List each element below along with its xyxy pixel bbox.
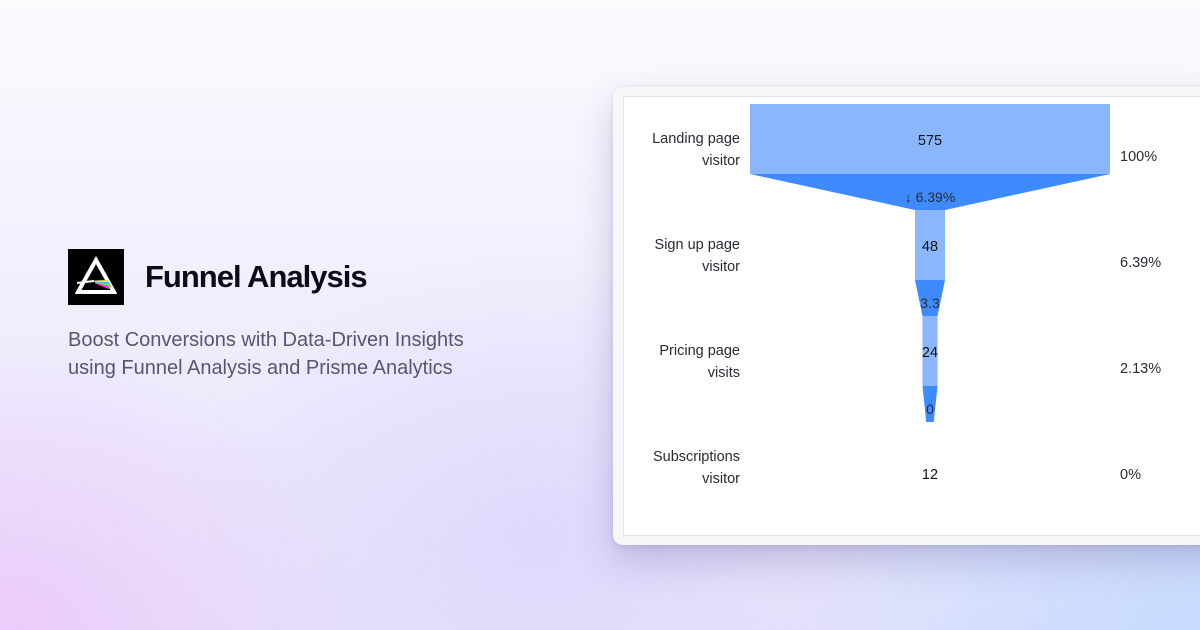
step-label-line-1: Landing page: [652, 131, 740, 147]
funnel-bar: [750, 104, 1110, 174]
funnel-step-label: Subscriptions visitor: [624, 446, 740, 490]
subtitle-line-2: using Funnel Analysis and Prisme Analyti…: [68, 357, 453, 379]
subtitle-line-1: Boost Conversions with Data-Driven Insig…: [68, 329, 464, 351]
step-label-line-2: visitor: [702, 259, 740, 275]
step-label-line-2: visitor: [702, 471, 740, 487]
page-subtitle: Boost Conversions with Data-Driven Insig…: [68, 326, 508, 382]
step-label-line-1: Subscriptions: [652, 449, 740, 465]
funnel-step-percent: 0%: [1120, 467, 1141, 483]
funnel-connector: [914, 280, 946, 316]
prism-logo-icon: [68, 249, 124, 305]
funnel-connector: [922, 386, 938, 422]
conversion-rate-label: 0: [926, 401, 934, 417]
funnel-bar: [914, 210, 946, 280]
funnel-chart-panel: Landing page visitor 100% Sign up page visit…: [623, 96, 1200, 536]
funnel-bar: [922, 316, 938, 386]
step-label-line-1: Pricing page: [659, 343, 740, 359]
hero-section: Funnel Analysis Boost Conversions with D…: [68, 249, 538, 382]
funnel-connector: [750, 174, 1110, 210]
funnel-chart-card: Landing page visitor 100% Sign up page visit…: [613, 87, 1200, 545]
funnel-value-label: 24: [922, 345, 938, 361]
funnel-chart: ↓ 6.39% 575 3.3 48 0 24 12: [750, 104, 1110, 483]
funnel-step-percent: 100%: [1120, 149, 1158, 165]
step-label-line-2: visits: [707, 365, 740, 381]
step-label-line-1: Sign up page: [654, 237, 740, 253]
conversion-rate-label: ↓ 6.39%: [905, 189, 956, 205]
funnel-step-percent: 2.13%: [1120, 361, 1162, 377]
funnel-value-label: 12: [922, 467, 938, 483]
funnel-step-label: Sign up page visitor: [624, 234, 740, 278]
funnel-value-label: 48: [922, 239, 938, 255]
brand-row: Funnel Analysis: [68, 249, 538, 305]
funnel-step-percent: 6.39%: [1120, 255, 1162, 271]
page-title: Funnel Analysis: [145, 259, 368, 294]
funnel-step-label: Pricing page visits: [624, 340, 740, 384]
step-label-line-2: visitor: [702, 153, 740, 169]
conversion-rate-label: 3.3: [920, 295, 940, 311]
funnel-value-label: 575: [918, 133, 942, 149]
funnel-step-label: Landing page visitor: [624, 128, 740, 172]
